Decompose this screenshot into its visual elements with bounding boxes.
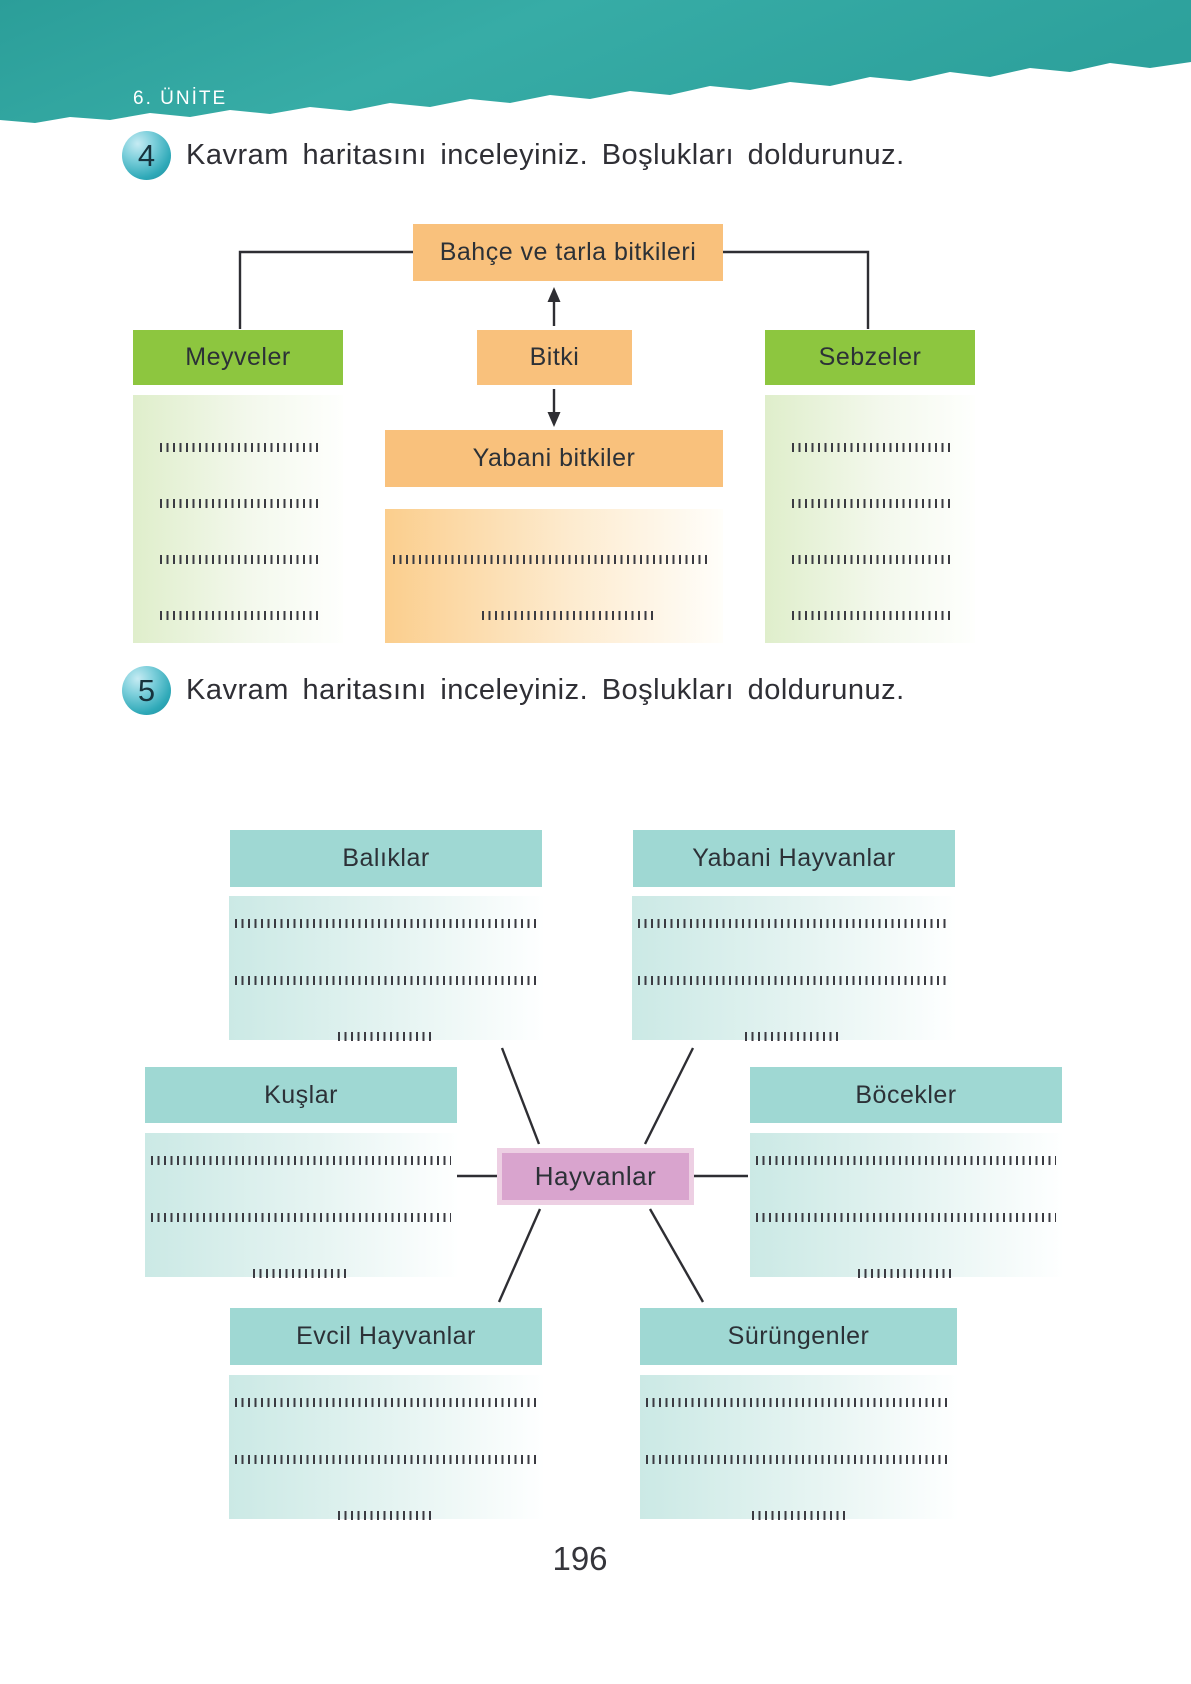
down-arrow-head <box>547 412 561 427</box>
answer-blank[interactable] <box>160 611 318 620</box>
answer-panel-birds <box>145 1133 457 1277</box>
answer-blank[interactable] <box>858 1269 954 1278</box>
node-wild-plants: Yabani bitkiler <box>385 430 723 487</box>
answer-blank[interactable] <box>160 555 318 564</box>
answer-panel-fish <box>229 896 543 1040</box>
answer-blank[interactable] <box>151 1156 451 1165</box>
answer-blank[interactable] <box>151 1213 451 1222</box>
node-birds: Kuşlar <box>145 1067 457 1123</box>
node-reptiles: Sürüngenler <box>640 1308 957 1365</box>
node-plant: Bitki <box>477 330 632 385</box>
question-5-badge: 5 <box>122 666 171 715</box>
map1-left-connector <box>238 250 413 329</box>
map2-diagonal-topleft <box>500 1047 541 1145</box>
answer-blank[interactable] <box>646 1455 951 1464</box>
answer-blank[interactable] <box>253 1269 349 1278</box>
answer-blank[interactable] <box>792 499 950 508</box>
header-band <box>0 0 1191 123</box>
answer-blank[interactable] <box>235 919 537 928</box>
answer-blank[interactable] <box>792 555 950 564</box>
map2-diagonal-topright <box>643 1047 695 1145</box>
answer-blank[interactable] <box>235 976 537 985</box>
answer-blank[interactable] <box>756 1213 1056 1222</box>
answer-blank[interactable] <box>482 611 654 620</box>
answer-blank[interactable] <box>160 443 318 452</box>
node-animals: Hayvanlar <box>497 1148 694 1205</box>
answer-panel-vegetables <box>765 395 975 643</box>
node-vegetables: Sebzeler <box>765 330 975 385</box>
node-wild-animals: Yabani Hayvanlar <box>633 830 955 887</box>
question-4-text: Kavram haritasını inceleyiniz. Boşluklar… <box>186 139 905 171</box>
answer-blank[interactable] <box>160 499 318 508</box>
answer-panel-insects <box>750 1133 1062 1277</box>
map2-diagonal-bottomright <box>648 1208 705 1303</box>
answer-blank[interactable] <box>745 1032 841 1041</box>
torn-edge <box>0 0 1191 123</box>
node-domestic-animals: Evcil Hayvanlar <box>230 1308 542 1365</box>
answer-panel-fruits <box>133 395 343 643</box>
answer-blank[interactable] <box>792 611 950 620</box>
node-garden-field-plants: Bahçe ve tarla bitkileri <box>413 224 723 281</box>
question-5-text: Kavram haritasını inceleyiniz. Boşluklar… <box>186 674 905 706</box>
answer-blank[interactable] <box>638 919 948 928</box>
node-insects: Böcekler <box>750 1067 1062 1123</box>
answer-panel-domestic-animals <box>229 1375 543 1519</box>
answer-blank[interactable] <box>638 976 948 985</box>
answer-blank[interactable] <box>235 1455 537 1464</box>
map2-diagonal-bottomleft <box>497 1208 542 1303</box>
answer-panel-wild-animals <box>632 896 955 1040</box>
question-4-number: 4 <box>137 137 156 173</box>
map1-right-connector <box>723 250 870 329</box>
answer-blank[interactable] <box>338 1511 434 1520</box>
up-arrow-head <box>547 287 561 302</box>
answer-panel-wild-plants <box>385 509 723 643</box>
answer-blank[interactable] <box>338 1032 434 1041</box>
answer-blank[interactable] <box>646 1398 951 1407</box>
page-number: 196 <box>552 1540 608 1577</box>
unit-label: 6. ÜNİTE <box>133 88 228 109</box>
node-fish: Balıklar <box>230 830 542 887</box>
node-fruits: Meyveler <box>133 330 343 385</box>
answer-blank[interactable] <box>393 555 711 564</box>
question-5-number: 5 <box>137 672 156 708</box>
answer-blank[interactable] <box>792 443 950 452</box>
answer-blank[interactable] <box>235 1398 537 1407</box>
answer-blank[interactable] <box>756 1156 1056 1165</box>
question-4-badge: 4 <box>122 131 171 180</box>
answer-panel-reptiles <box>640 1375 957 1519</box>
answer-blank[interactable] <box>752 1511 848 1520</box>
